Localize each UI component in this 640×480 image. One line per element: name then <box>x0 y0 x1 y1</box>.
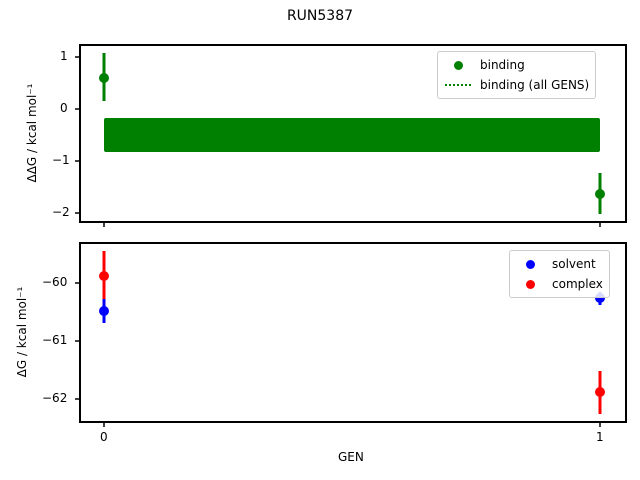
complex-point-gen1 <box>595 387 605 397</box>
x-axis-label: GEN <box>338 450 364 464</box>
top-ytick-minus1: −1 <box>52 153 70 167</box>
legend-label: binding (all GENS) <box>480 78 590 92</box>
complex-point-gen0 <box>99 271 109 281</box>
top-legend: binding binding (all GENS) <box>437 51 597 99</box>
xtick-1: 1 <box>596 430 604 444</box>
legend-item-binding: binding <box>444 55 589 75</box>
top-ytick-1: 1 <box>60 49 68 63</box>
legend-label: solvent <box>552 257 596 271</box>
legend-label: complex <box>552 277 603 291</box>
top-axes <box>75 44 627 227</box>
solvent-point-gen0 <box>99 306 109 316</box>
legend-item-solvent: solvent <box>516 254 603 274</box>
bottom-legend: solvent complex <box>509 250 610 298</box>
binding-point-gen0 <box>99 73 109 83</box>
red-dot-icon <box>525 279 535 289</box>
bottom-ytick-minus62: −62 <box>42 391 68 405</box>
binding-point-gen1 <box>595 189 605 199</box>
binding-all-gens-band <box>104 118 600 152</box>
legend-item-binding-all-gens: binding (all GENS) <box>444 75 589 95</box>
dotted-line-icon <box>445 84 471 86</box>
top-ylabel: ΔΔG / kcal mol⁻¹ <box>25 83 39 183</box>
green-dot-icon <box>453 60 463 70</box>
bottom-ytick-minus61: −61 <box>42 333 68 347</box>
legend-item-complex: complex <box>516 274 603 294</box>
top-ytick-0: 0 <box>60 101 68 115</box>
blue-dot-icon <box>525 259 535 269</box>
top-ytick-minus2: −2 <box>52 205 70 219</box>
xtick-0: 0 <box>100 430 108 444</box>
legend-label: binding <box>480 58 525 72</box>
figure-title: RUN5387 <box>286 8 354 24</box>
bottom-ylabel: ΔG / kcal mol⁻¹ <box>15 286 29 378</box>
bottom-ytick-minus60: −60 <box>42 275 68 289</box>
